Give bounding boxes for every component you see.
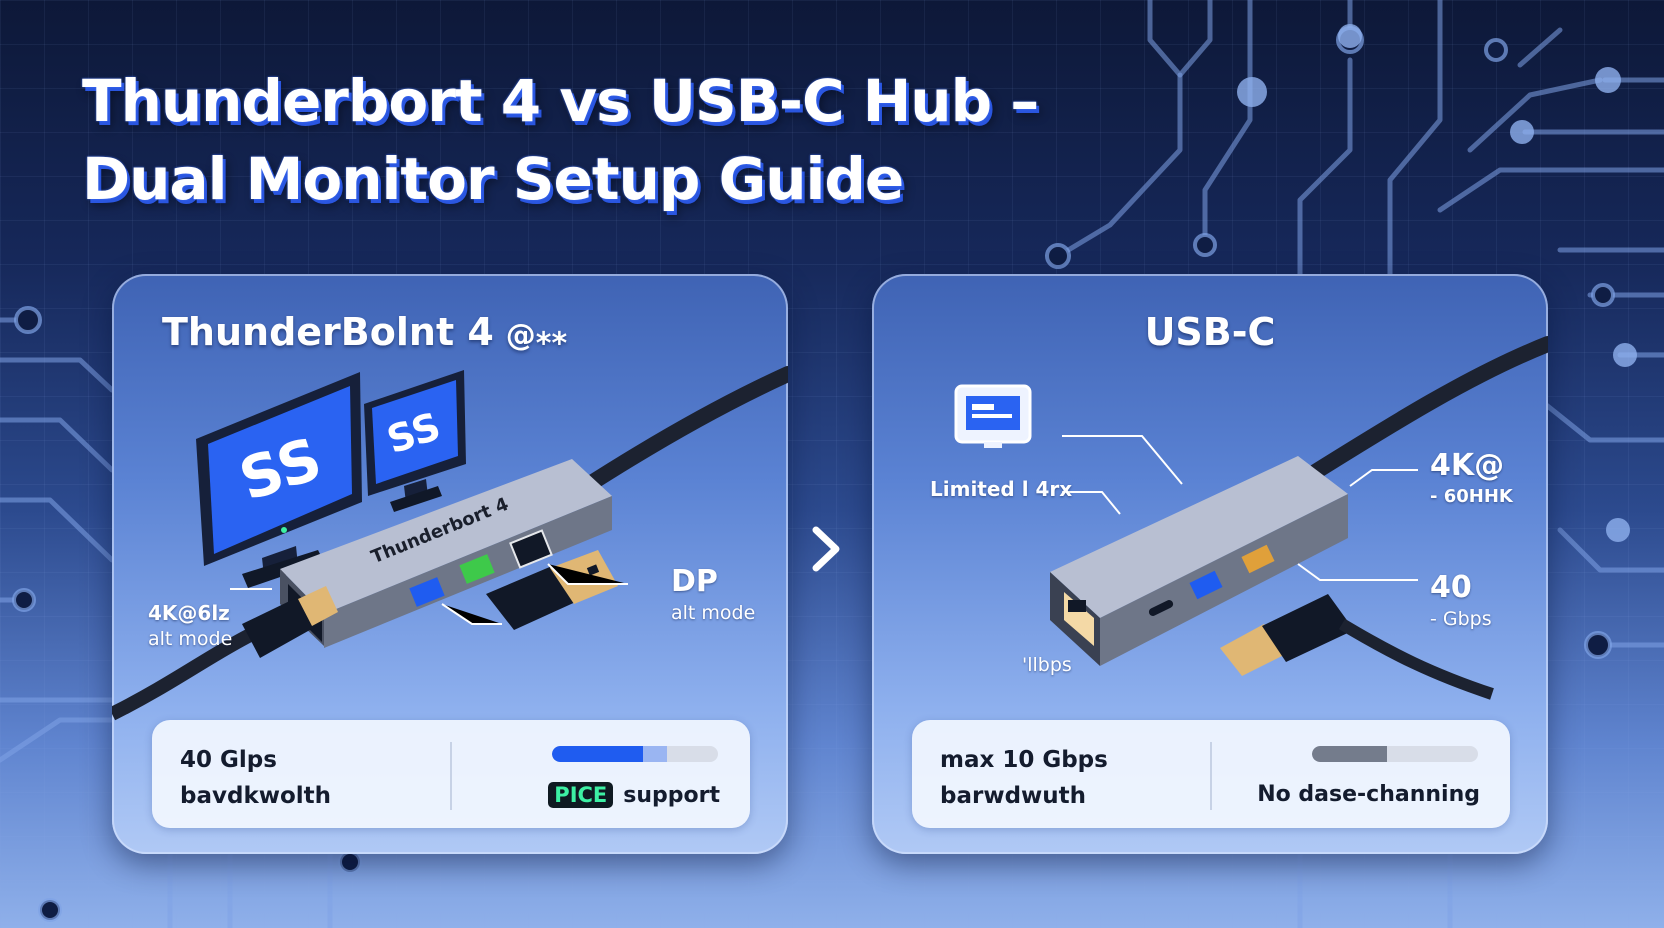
callout-gbps-label: - Gbps: [1430, 608, 1492, 630]
callout-display-label: alt mode: [148, 628, 233, 650]
bandwidth-bar-fill: [1312, 746, 1387, 762]
callout-limited-display-label: Limited l 4rx: [930, 477, 1073, 501]
bandwidth-label: barwdwuth: [940, 783, 1087, 809]
bandwidth-bar: [1312, 746, 1478, 762]
usbc-hub-illustration: [954, 336, 1548, 700]
callout-4k-label: - 60HHK: [1430, 486, 1513, 507]
callout-limited-display: Limited l 4rx: [930, 476, 1072, 502]
card-divider: [450, 742, 452, 810]
thunderbolt-panel: SS SS Thunderbort 4: [112, 274, 788, 854]
thunderbolt-heading-text: ThunderBolnt 4: [162, 310, 494, 354]
pcie-support-label: support: [623, 782, 720, 808]
monitor-icon: SS: [196, 372, 362, 588]
callout-display-spec: 4K@6lz alt mode: [148, 600, 232, 652]
display-icon: [954, 384, 1032, 448]
usbc-info-card: max 10 Gbps barwdwuth No dase-channing: [912, 720, 1510, 828]
pcie-support: PICE support: [548, 782, 720, 808]
thunderbolt-heading: ThunderBolnt 4 @⁎⁎: [162, 310, 567, 354]
bandwidth-label: bavdkwolth: [180, 783, 332, 809]
usbc-heading: USB-C: [1144, 310, 1276, 354]
bandwidth-text: max 10 Gbps barwdwuth: [940, 742, 1108, 814]
callout-port-speed: 'llbps: [1022, 652, 1072, 678]
bandwidth-value: 40 Glps: [180, 747, 277, 773]
monitor-icon: SS: [364, 370, 466, 512]
thunderbolt-hub-illustration: SS SS Thunderbort 4: [112, 366, 788, 721]
daisy-chaining-label: No dase-channing: [1257, 782, 1480, 807]
callout-display-value: 4K@6lz: [148, 601, 230, 625]
usbc-panel: USB-C Limited l 4rx 4K@ - 60HHK 40 - Gbp…: [872, 274, 1548, 854]
callout-port-speed-label: 'llbps: [1022, 654, 1072, 676]
daisy-chaining-status: No dase-channing: [1257, 782, 1480, 807]
page-title: Thunderbort 4 vs USB-C Hub – Dual Monito…: [82, 62, 1039, 218]
thunderbolt-info-card: 40 Glps bavdkwolth PICE support: [152, 720, 750, 828]
callout-dp-value: DP: [671, 564, 718, 599]
bandwidth-bar: [552, 746, 718, 762]
bandwidth-value: max 10 Gbps: [940, 747, 1108, 773]
card-divider: [1210, 742, 1212, 810]
callout-dp-alt-mode: DP alt mode: [671, 564, 755, 626]
bandwidth-bar-fill: [552, 746, 668, 762]
callout-gbps-spec: 40 - Gbps: [1430, 570, 1492, 632]
heading-glyph: @⁎⁎: [505, 318, 568, 353]
title-line-2: Dual Monitor Setup Guide: [82, 145, 904, 213]
callout-4k-spec: 4K@ - 60HHK: [1430, 448, 1513, 510]
title-line-1: Thunderbort 4 vs USB-C Hub –: [82, 67, 1039, 135]
callout-dp-label: alt mode: [671, 602, 756, 624]
bandwidth-text: 40 Glps bavdkwolth: [180, 742, 331, 814]
pcie-badge: PICE: [548, 782, 614, 808]
chevron-right-icon: [812, 526, 840, 572]
callout-gbps-value: 40: [1430, 570, 1472, 605]
callout-4k-value: 4K@: [1430, 448, 1505, 483]
usb-a-plug-icon: [1220, 594, 1494, 700]
